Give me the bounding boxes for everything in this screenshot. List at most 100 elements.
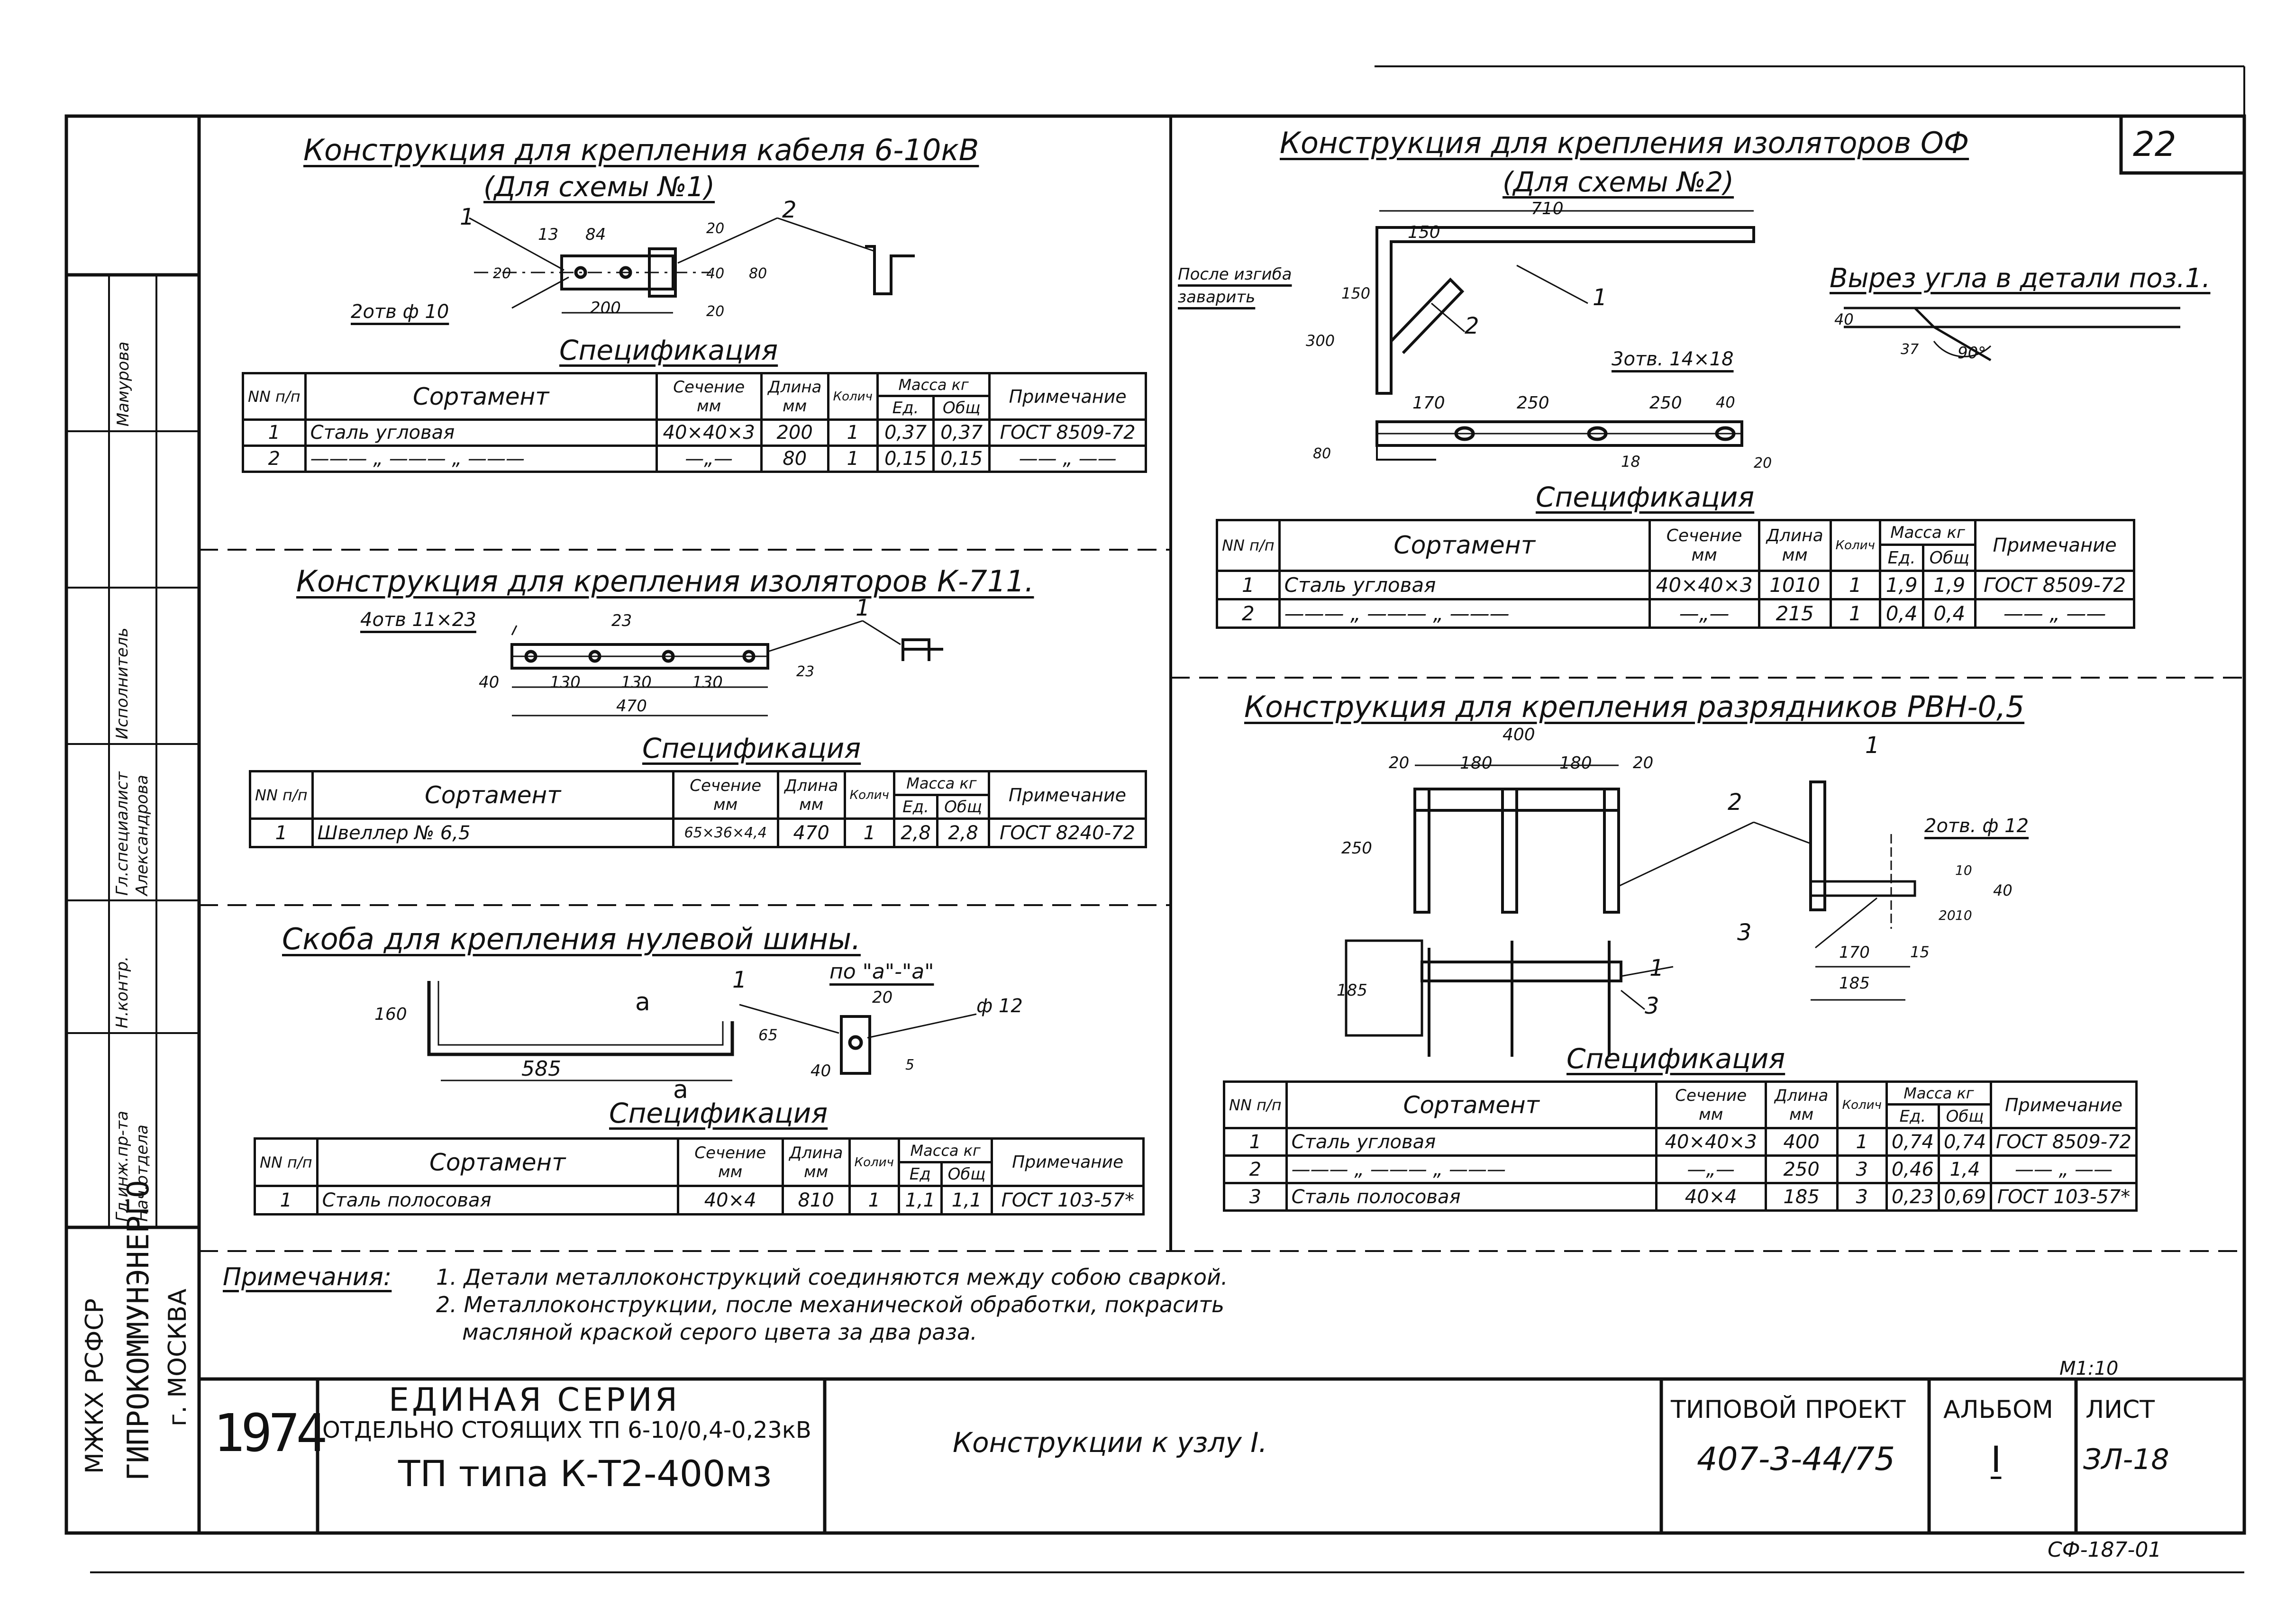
col-header-sortament: Сортамент <box>311 770 674 820</box>
sec1-dim-200: 200 <box>590 299 621 318</box>
sec4-dim-150a: 150 <box>1408 223 1440 242</box>
cell: —— „ —— <box>988 445 1147 473</box>
note-2: 2. Металлоконструкции, после механическо… <box>436 1292 1225 1317</box>
org-ministry: МЖКХ РСФСР <box>81 1298 109 1474</box>
cell: 1 <box>827 418 879 447</box>
cell: 40×4 <box>1655 1182 1767 1212</box>
col-header-section: Сечение мм <box>676 1137 784 1187</box>
col-header-mass: Масса кг <box>892 770 990 796</box>
cell: 1 <box>242 418 307 447</box>
title-series-line2: ОТДЕЛЬНО СТОЯЩИХ ТП 6-10/0,4-0,23кВ <box>322 1417 811 1443</box>
sec5-callout-1: 1 <box>1865 732 1880 759</box>
col-header-mass: Масса кг <box>897 1137 993 1163</box>
cell: 0,74 <box>1937 1127 1993 1157</box>
col-header-note: Примечание <box>1990 1080 2138 1129</box>
col-header-note: Примечание <box>991 1137 1145 1187</box>
col-header-qty: Колич <box>848 1137 900 1187</box>
cell: 1,9 <box>1878 570 1925 600</box>
note-1: 1. Детали металлоконструкций соединяются… <box>436 1264 1228 1290</box>
col-header-section: Сечение мм <box>1648 519 1760 572</box>
sec4-cut-dim-90: 90° <box>1958 344 1986 363</box>
cell: 1 <box>827 445 879 473</box>
cell: ГОСТ 8240-72 <box>987 817 1148 848</box>
sec2-dim-130c: 130 <box>692 673 723 692</box>
col-header-note: Примечание <box>1974 519 2135 572</box>
cell: —— „ —— <box>1990 1154 2138 1184</box>
cell: ——— „ ——— „ ——— <box>304 445 658 473</box>
sec1-spec-title: Спецификация <box>559 334 778 366</box>
sec1-holes-note: 2отв ф 10 <box>351 301 449 323</box>
cell: ГОСТ 8509-72 <box>1974 570 2135 600</box>
cell: 0,37 <box>876 418 935 447</box>
album-label: АЛЬБОМ <box>1943 1396 2053 1424</box>
sec3-dim-5: 5 <box>905 1057 915 1073</box>
sec4-subtitle: (Для схемы №2) <box>1503 166 1734 198</box>
col-header-total: Общ <box>1937 1103 1993 1129</box>
sec5-dim-10b: 10 <box>1955 907 1972 923</box>
project-label: ТИПОВОЙ ПРОЕКТ <box>1671 1396 1906 1424</box>
sec3-mark-a-top: а <box>635 988 650 1016</box>
cell: 400 <box>1764 1127 1839 1157</box>
sec1-callout-1: 1 <box>460 204 474 230</box>
notes-label: Примечания: <box>223 1263 392 1291</box>
cell: Сталь угловая <box>1285 1127 1658 1157</box>
org-city: г. МОСКВА <box>164 1288 192 1426</box>
sec5-dim-10a: 10 <box>1955 862 1972 878</box>
cell: 80 <box>760 445 829 473</box>
sec3-section-label: по "а"-"а" <box>829 960 934 984</box>
sec4-dim-18: 18 <box>1621 453 1640 471</box>
cell: ГОСТ 8509-72 <box>1990 1127 2138 1157</box>
sec3-dim-160: 160 <box>374 1005 407 1024</box>
cell: 3 <box>1836 1154 1888 1184</box>
col-header-qty: Колич <box>827 372 879 421</box>
col-header-nn: NN п/п <box>1223 1080 1288 1129</box>
sec1-dim-20a: 20 <box>706 220 725 237</box>
sec5-dim-170: 170 <box>1839 943 1870 962</box>
cell: Сталь угловая <box>1278 570 1651 600</box>
cell: 0,15 <box>876 445 935 473</box>
drawing-name: Конструкции к узлу I. <box>953 1426 1267 1459</box>
sec4-dim-150b: 150 <box>1341 284 1371 302</box>
sec4-dim-250a: 250 <box>1517 393 1549 413</box>
sec2-title: Конструкция для крепления изоляторов К-7… <box>296 564 1034 599</box>
sec4-holes-note: 3отв. 14×18 <box>1612 348 1734 370</box>
cell: ГОСТ 103-57* <box>1990 1182 2138 1212</box>
role-chief-specialist: Гл.специалист <box>113 771 132 896</box>
cell: 2,8 <box>892 817 939 848</box>
col-header-section: Сечение мм <box>672 770 779 820</box>
scale-label: М1:10 <box>2059 1358 2119 1379</box>
cell: —„— <box>1648 598 1760 629</box>
sec4-callout-2: 2 <box>1465 313 1479 339</box>
cell: 3 <box>1836 1182 1888 1212</box>
note-3: масляной краской серого цвета за два раз… <box>462 1319 977 1345</box>
sec5-callout-3: 3 <box>1737 919 1752 946</box>
sec2-dim-40: 40 <box>479 673 500 692</box>
project-value: 407-3-44/75 <box>1697 1441 1895 1478</box>
sec5-spec-title: Спецификация <box>1566 1043 1785 1075</box>
cell: 215 <box>1758 598 1832 629</box>
sec1-dim-20c: 20 <box>706 303 725 320</box>
col-header-qty: Колич <box>1836 1080 1888 1129</box>
sec2-spec-title: Спецификация <box>642 732 861 764</box>
col-header-nn: NN п/п <box>242 372 307 421</box>
sec1-dim-13: 13 <box>538 225 559 244</box>
col-header-sortament: Сортамент <box>316 1137 679 1187</box>
sec2-dim-23a: 23 <box>611 611 632 630</box>
col-header-unit: Ед. <box>876 395 935 421</box>
sec5-dim-20a: 20 <box>1389 753 1410 772</box>
sec5-spec-table: NN п/п Сортамент Сечение мм Длина мм Кол… <box>1223 1080 2138 1212</box>
cell: 1,1 <box>897 1185 943 1216</box>
sec5-callout-1b: 1 <box>1649 955 1664 981</box>
cell: 0,4 <box>1922 598 1977 629</box>
cell: Швеллер № 6,5 <box>311 817 674 848</box>
col-header-length: Длина мм <box>1758 519 1832 572</box>
name-aleksandrova: Александрова <box>133 775 152 896</box>
sec5-dim-15: 15 <box>1910 943 1930 961</box>
cell: 40×40×3 <box>1648 570 1760 600</box>
sec1-dim-20b: 20 <box>493 265 511 282</box>
cell: 1,9 <box>1922 570 1977 600</box>
col-header-sortament: Сортамент <box>1285 1080 1658 1129</box>
title-series-line3: ТП типа К-Т2-400мз <box>398 1452 772 1495</box>
